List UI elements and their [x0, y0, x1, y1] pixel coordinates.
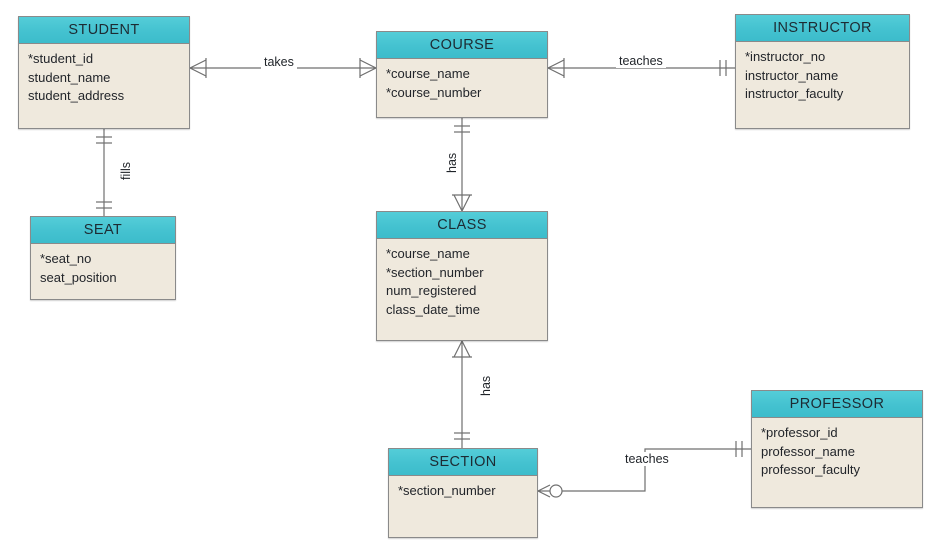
crowfoot-many-student: [189, 58, 207, 78]
connector-class-has-section: [452, 340, 472, 448]
attribute: *section_number: [398, 483, 496, 498]
relationship-label-teaches-professor: teaches: [622, 452, 672, 466]
tick-one-and-only-one-student-bottom: [96, 136, 112, 144]
attribute: professor_faculty: [761, 462, 860, 477]
entity-section-title: SECTION: [389, 449, 537, 476]
entity-student[interactable]: STUDENT *student_id student_name student…: [18, 16, 190, 129]
entity-course-attributes: *course_name *course_number: [377, 59, 547, 108]
attribute: *section_number: [386, 264, 484, 280]
entity-student-title: STUDENT: [19, 17, 189, 44]
tick-one-and-only-one-seat-top: [96, 201, 112, 209]
connector-section-teaches-professor: [537, 441, 751, 498]
entity-section-attributes: *section_number: [389, 476, 537, 507]
entity-class-attributes: *course_name *section_number num_registe…: [377, 239, 547, 325]
entity-student-attributes: *student_id student_name student_address: [19, 44, 189, 112]
attribute: num_registered: [386, 283, 477, 298]
entity-section[interactable]: SECTION *section_number: [388, 448, 538, 538]
attribute: *course_number: [386, 84, 482, 100]
crowfoot-zero-or-many-section: [537, 484, 563, 498]
entity-course[interactable]: COURSE *course_name *course_number: [376, 31, 548, 118]
attribute: class_date_time: [386, 301, 480, 317]
attribute: *student_id: [28, 51, 94, 66]
entity-course-title: COURSE: [377, 32, 547, 59]
relationship-label-fills: fills: [119, 159, 133, 182]
entity-seat[interactable]: SEAT *seat_no seat_position: [30, 216, 176, 300]
crowfoot-many-class-top: [452, 194, 472, 212]
attribute: instructor_faculty: [745, 86, 844, 101]
attribute: seat_position: [40, 269, 117, 285]
relationship-label-has-section: has: [479, 373, 493, 398]
entity-seat-attributes: *seat_no seat_position: [31, 244, 175, 293]
attribute: *instructor_no: [745, 49, 826, 64]
attribute: student_address: [28, 88, 125, 103]
relationship-label-teaches-instructor: teaches: [616, 54, 666, 68]
entity-seat-title: SEAT: [31, 217, 175, 244]
tick-one-and-only-one-instructor: [719, 60, 727, 76]
attribute: instructor_name: [745, 67, 839, 83]
attribute: *seat_no: [40, 251, 92, 266]
tick-one-and-only-one-section-top: [454, 432, 470, 440]
relationship-label-has-class: has: [445, 150, 459, 175]
entity-professor-title: PROFESSOR: [752, 391, 922, 418]
entity-class[interactable]: CLASS *course_name *section_number num_r…: [376, 211, 548, 341]
attribute: student_name: [28, 69, 111, 85]
attribute: *course_name: [386, 66, 470, 81]
entity-instructor[interactable]: INSTRUCTOR *instructor_no instructor_nam…: [735, 14, 910, 129]
tick-one-and-only-one-professor: [735, 441, 743, 457]
tick-one-and-only-one-course-bottom: [454, 125, 470, 133]
entity-instructor-attributes: *instructor_no instructor_name instructo…: [736, 42, 909, 110]
connector-student-fills-seat: [96, 129, 112, 216]
entity-instructor-title: INSTRUCTOR: [736, 15, 909, 42]
entity-class-title: CLASS: [377, 212, 547, 239]
attribute: professor_name: [761, 443, 855, 459]
crowfoot-many-class-bottom: [452, 340, 472, 358]
attribute: *professor_id: [761, 425, 838, 440]
entity-professor-attributes: *professor_id professor_name professor_f…: [752, 418, 922, 486]
entity-professor[interactable]: PROFESSOR *professor_id professor_name p…: [751, 390, 923, 508]
relationship-label-takes: takes: [261, 55, 297, 69]
crowfoot-many-course-left: [359, 58, 377, 78]
crowfoot-many-course-right: [547, 58, 565, 78]
attribute: *course_name: [386, 246, 470, 261]
